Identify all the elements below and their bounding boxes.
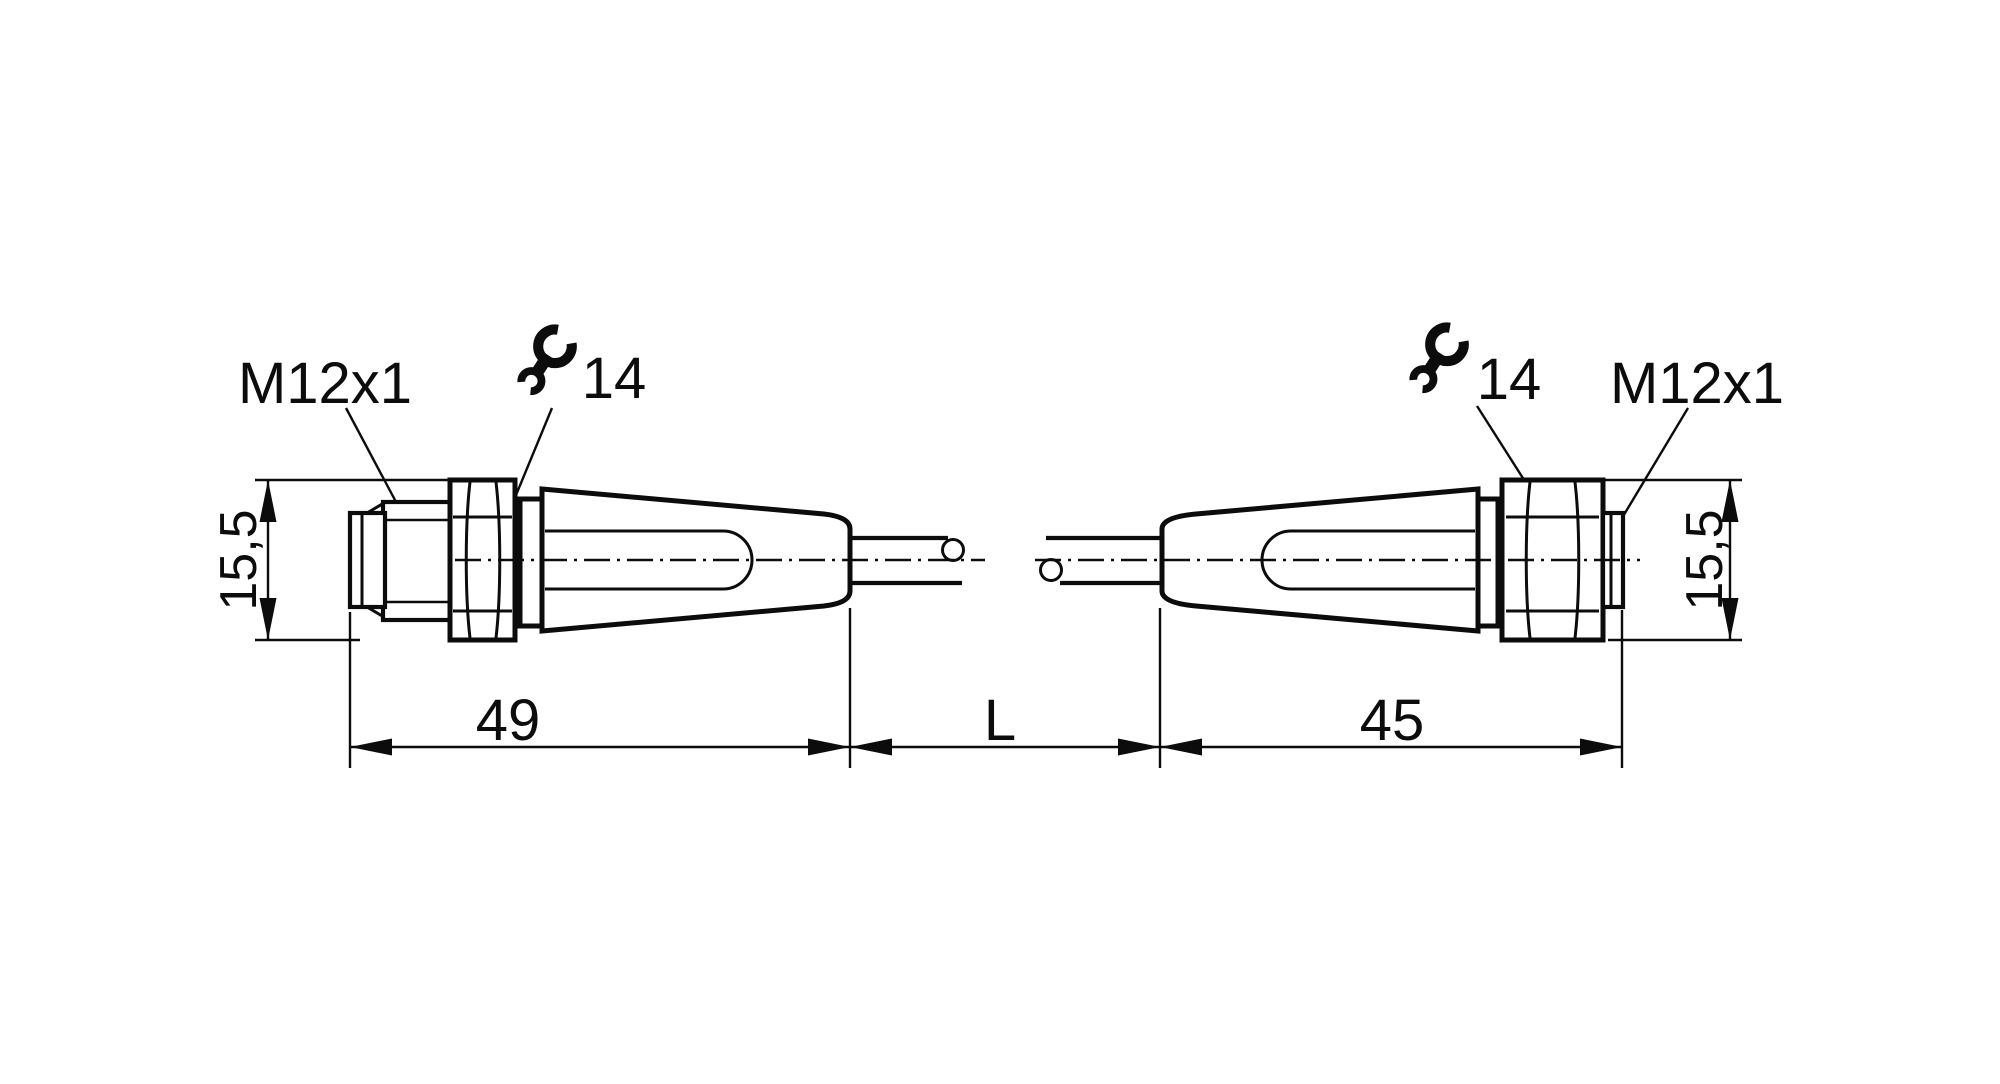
labels: M12x1 14 14 M12x1: [238, 322, 1784, 416]
arrow-up: [259, 480, 277, 522]
tip-chamfer-bottom: [366, 605, 385, 619]
right-connector: [1035, 477, 1640, 643]
dimension-height-right: 15,5: [1676, 480, 1739, 640]
dimension-L: L: [850, 688, 1160, 756]
extension-lines: [255, 478, 1742, 768]
dimension-45: 45: [1160, 688, 1622, 756]
arrow-right: [1118, 738, 1160, 756]
thread-body: [380, 499, 455, 623]
connector-tip: [347, 510, 388, 610]
flange: [517, 496, 545, 629]
arrow-left: [350, 738, 392, 756]
dim-label-49: 49: [476, 688, 541, 753]
wrench-size-left: 14: [582, 346, 647, 411]
dimension-49: 49: [350, 688, 850, 756]
flange: [1475, 496, 1501, 629]
tip-chamfer-top: [366, 501, 385, 515]
arrow-down: [1721, 598, 1739, 640]
wrench-small-jaw: [517, 367, 546, 396]
leader-thread-right: [1614, 407, 1690, 529]
arrow-right: [1580, 738, 1622, 756]
dim-label-45: 45: [1360, 688, 1425, 753]
arrow-up: [1721, 480, 1739, 522]
arrow-right: [808, 738, 850, 756]
arrow-down: [259, 598, 277, 640]
wrench-size-right: 14: [1477, 347, 1542, 412]
arrow-left: [1160, 738, 1202, 756]
dim-label-cable-length: L: [984, 688, 1016, 753]
dim-label-height-right: 15,5: [1676, 509, 1734, 610]
thread-label-right: M12x1: [1610, 351, 1784, 416]
wrench-icon: [1409, 322, 1469, 394]
wrench-icon: [517, 324, 577, 396]
grip-body: [1159, 486, 1481, 634]
arrow-left: [850, 738, 892, 756]
wrench-small-jaw: [1409, 365, 1438, 394]
grip-contour: [545, 529, 754, 591]
nut-facet-right: [1573, 481, 1581, 639]
dimension-height-left: 15,5: [210, 480, 277, 640]
dim-label-height-left: 15,5: [210, 509, 268, 610]
left-connector: [347, 477, 985, 643]
thread-label-left: M12x1: [238, 351, 412, 416]
